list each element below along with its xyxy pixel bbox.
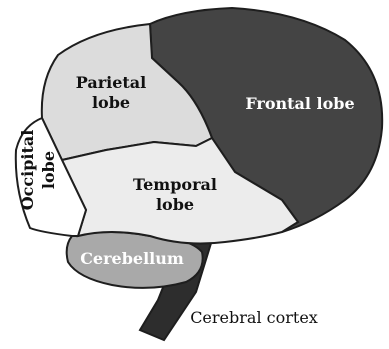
temporal-label-line1: Temporal — [133, 175, 217, 194]
occipital-label-line2: lobe — [39, 151, 58, 189]
temporal-label-line2: lobe — [156, 195, 194, 214]
occipital-label-line1: Occipital — [18, 130, 37, 211]
cerebral-cortex-caption: Cerebral cortex — [190, 308, 318, 327]
parietal-label-line2: lobe — [92, 93, 130, 112]
cerebellum-label: Cerebellum — [80, 249, 184, 268]
parietal-label-line1: Parietal — [76, 73, 147, 92]
frontal-label: Frontal lobe — [245, 94, 354, 113]
